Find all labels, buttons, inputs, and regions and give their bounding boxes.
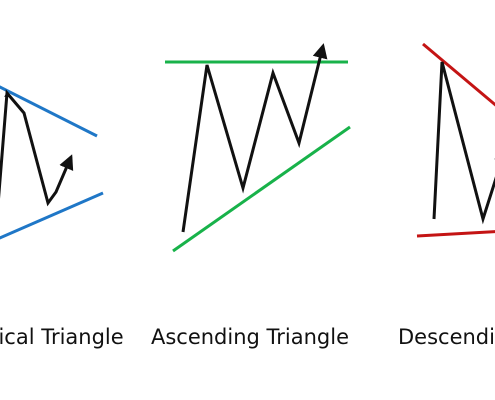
descending-resistance-trendline bbox=[422, 42, 495, 107]
ascending-support-trendline bbox=[172, 125, 351, 253]
symmetrical-price-path bbox=[0, 89, 74, 207]
symmetrical-upper-trendline bbox=[0, 85, 98, 138]
symmetrical-triangle-label: Symmetrical Triangle bbox=[0, 325, 124, 349]
symmetrical-lower-trendline bbox=[0, 191, 104, 240]
descending-triangle-pattern: Descending Triangle bbox=[398, 42, 495, 349]
ascending-triangle-label: Ascending Triangle bbox=[151, 325, 349, 349]
symmetrical-triangle-pattern: Symmetrical Triangle bbox=[0, 85, 124, 349]
ascending-price-path bbox=[181, 43, 328, 233]
descending-support-line bbox=[416, 230, 495, 238]
descending-price-path bbox=[432, 61, 495, 225]
ascending-triangle-pattern: Ascending Triangle bbox=[151, 43, 351, 349]
descending-triangle-label: Descending Triangle bbox=[398, 325, 495, 349]
